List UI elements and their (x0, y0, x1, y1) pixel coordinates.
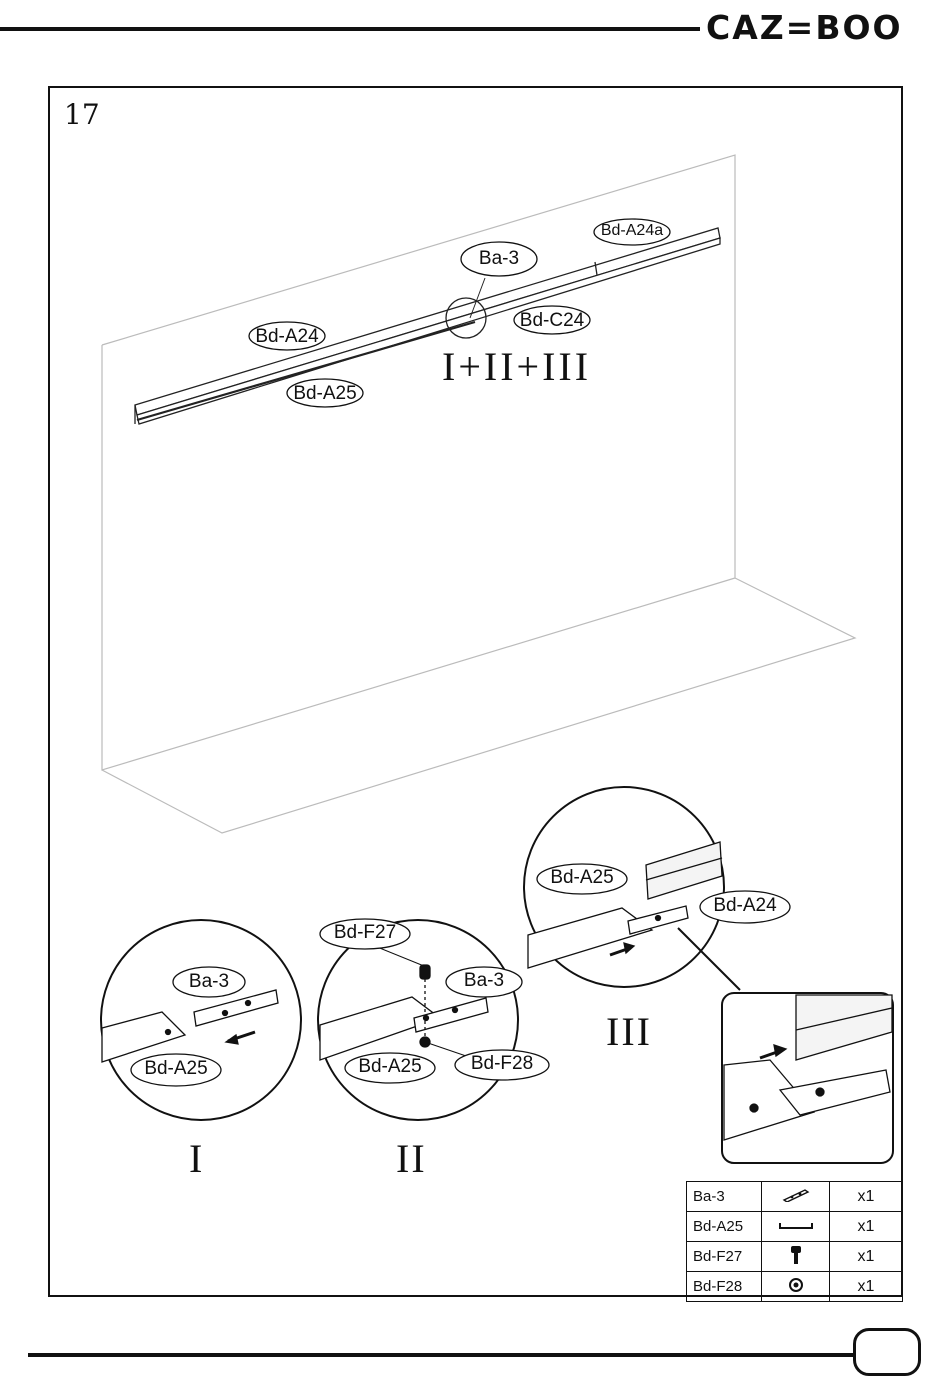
part-qty: x1 (830, 1182, 903, 1212)
part-code: Bd-F27 (687, 1242, 762, 1272)
detail-one (101, 920, 301, 1120)
label-bd-a24a: Bd-A24a (596, 222, 668, 240)
detail-three-label-bd-a24: Bd-A24 (702, 895, 788, 917)
table-row: Bd-F28 x1 (687, 1272, 903, 1302)
part-qty: x1 (830, 1212, 903, 1242)
detail-one-label-ba-3: Ba-3 (173, 971, 245, 993)
part-qty: x1 (830, 1242, 903, 1272)
page-number-badge (853, 1328, 921, 1376)
main-rail (135, 228, 720, 424)
bottom-rule (28, 1353, 853, 1357)
detail-two-label-bd-f27: Bd-F27 (322, 922, 408, 944)
table-row: Ba-3 x1 (687, 1182, 903, 1212)
table-row: Bd-F27 x1 (687, 1242, 903, 1272)
part-code: Ba-3 (687, 1182, 762, 1212)
label-bd-a25: Bd-A25 (289, 383, 361, 405)
parts-table: Ba-3 x1 Bd-A25 x1 Bd-F27 x1 Bd-F28 (686, 1181, 903, 1302)
plate-icon (781, 1188, 811, 1202)
step-one-numeral: I (189, 1135, 202, 1182)
step-two-numeral: II (396, 1135, 427, 1182)
label-ba-3: Ba-3 (463, 248, 535, 270)
detail-three (524, 787, 893, 1163)
part-code: Bd-A25 (687, 1212, 762, 1242)
table-row: Bd-A25 x1 (687, 1212, 903, 1242)
rail-icon (778, 1221, 814, 1231)
detail-two (318, 919, 549, 1120)
detail-one-label-bd-a25: Bd-A25 (133, 1058, 219, 1080)
part-code: Bd-F28 (687, 1272, 762, 1302)
step-three-numeral: III (606, 1008, 652, 1055)
steps-label: I+II+III (442, 343, 591, 390)
label-bd-a24: Bd-A24 (251, 326, 323, 348)
detail-three-label-bd-a25: Bd-A25 (539, 867, 625, 889)
part-qty: x1 (830, 1272, 903, 1302)
nut-icon (788, 1277, 804, 1293)
detail-two-label-ba-3: Ba-3 (448, 970, 520, 992)
detail-two-label-bd-f28: Bd-F28 (458, 1053, 546, 1075)
screw-icon (789, 1245, 803, 1265)
label-bd-c24: Bd-C24 (516, 310, 588, 332)
detail-two-label-bd-a25: Bd-A25 (347, 1056, 433, 1078)
